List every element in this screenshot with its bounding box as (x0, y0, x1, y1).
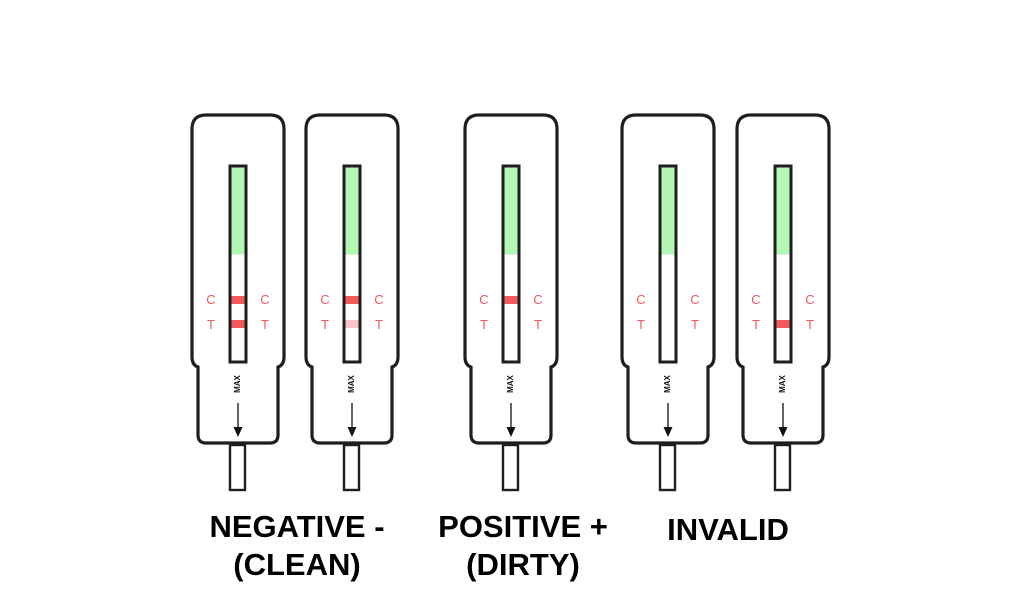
control-line-band (504, 296, 518, 304)
caption-positive: POSITIVE + (DIRTY) (420, 508, 626, 584)
caption-negative: NEGATIVE - (CLEAN) (190, 508, 404, 584)
test-label-left: T (637, 317, 645, 332)
control-label-right: C (260, 292, 270, 307)
caption-positive-line1: POSITIVE + (438, 509, 608, 544)
max-fill-label: MAX (347, 375, 356, 393)
sample-wick (501, 443, 520, 492)
control-label-left: C (206, 292, 216, 307)
caption-negative-line1: NEGATIVE - (209, 509, 385, 544)
control-label-left: C (320, 292, 330, 307)
test-label-right: T (806, 317, 814, 332)
down-arrow-icon (663, 427, 673, 437)
control-label-right: C (533, 292, 543, 307)
test-label-right: T (375, 317, 383, 332)
max-fill-label: MAX (233, 375, 242, 393)
test-line-band (776, 320, 790, 328)
test-label-left: T (752, 317, 760, 332)
test-label-left: T (321, 317, 329, 332)
caption-positive-line2: (DIRTY) (466, 547, 580, 582)
control-label-left: C (636, 292, 646, 307)
max-fill-label: MAX (778, 375, 787, 393)
test-label-right: T (534, 317, 542, 332)
control-label-right: C (805, 292, 815, 307)
test-label-left: T (207, 317, 215, 332)
cassette-body (735, 113, 831, 492)
cassette-body (190, 113, 286, 492)
caption-negative-line2: (CLEAN) (233, 547, 361, 582)
cassette-body (304, 113, 400, 492)
cassette-body (620, 113, 716, 492)
test-label-right: T (261, 317, 269, 332)
max-fill-label: MAX (663, 375, 672, 393)
test-label-left: T (480, 317, 488, 332)
control-line-band (231, 296, 245, 304)
sample-wick (658, 443, 677, 492)
control-label-right: C (690, 292, 700, 307)
control-label-left: C (751, 292, 761, 307)
max-fill-label: MAX (506, 375, 515, 393)
test-label-right: T (691, 317, 699, 332)
sample-window-green (231, 167, 245, 255)
caption-invalid: INVALID (640, 511, 816, 549)
test-line-band (231, 320, 245, 328)
down-arrow-icon (506, 427, 516, 437)
sample-window-green (504, 167, 518, 255)
sample-wick (773, 443, 792, 492)
cassette-body (463, 113, 559, 492)
test-line-band (345, 320, 359, 328)
down-arrow-icon (233, 427, 243, 437)
down-arrow-icon (778, 427, 788, 437)
control-line-band (345, 296, 359, 304)
sample-wick (228, 443, 247, 492)
sample-window-green (661, 167, 675, 255)
control-label-right: C (374, 292, 384, 307)
sample-window-green (345, 167, 359, 255)
caption-invalid-line1: INVALID (667, 512, 789, 547)
control-label-left: C (479, 292, 489, 307)
down-arrow-icon (347, 427, 357, 437)
sample-wick (342, 443, 361, 492)
sample-window-green (776, 167, 790, 255)
